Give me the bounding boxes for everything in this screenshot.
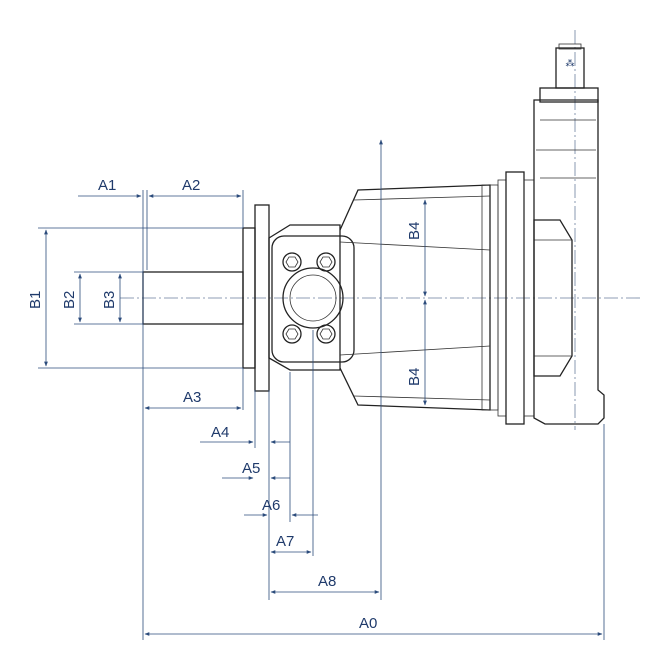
extension-lines	[38, 190, 605, 640]
label-a1: A1	[98, 177, 116, 194]
label-b1: B1	[27, 291, 44, 309]
label-a3: A3	[183, 389, 201, 406]
pump-body: ⁂	[142, 43, 605, 425]
center-lines	[120, 30, 640, 430]
port-inner-ring	[289, 274, 337, 322]
dimension-lines	[44, 194, 603, 636]
label-b4-top: B4	[406, 222, 423, 240]
housing-edge-top	[339, 241, 491, 251]
label-a7: A7	[276, 533, 294, 550]
label-a2: A2	[182, 177, 200, 194]
tapered-housing	[339, 184, 491, 411]
label-b3: B3	[101, 291, 118, 309]
housing-edge-bottom	[339, 345, 491, 356]
adjustment-stem	[555, 47, 585, 89]
label-a0: A0	[359, 615, 377, 632]
rear-housing	[533, 99, 605, 425]
dimension-labels: A1 A2 A3 A4 A5 A6 A7 A8 A0 B1 B2 B3 B4 B…	[27, 177, 423, 632]
bolt-holes	[282, 252, 336, 344]
label-b4-bottom: B4	[406, 368, 423, 386]
svg-text:⁂: ⁂	[566, 58, 575, 68]
label-b2: B2	[61, 291, 78, 309]
label-a5: A5	[242, 460, 260, 477]
label-a4: A4	[211, 424, 229, 441]
flange-transition	[268, 224, 341, 371]
port-outer-ring	[282, 267, 344, 329]
label-a8: A8	[318, 573, 336, 590]
label-a6: A6	[262, 497, 280, 514]
